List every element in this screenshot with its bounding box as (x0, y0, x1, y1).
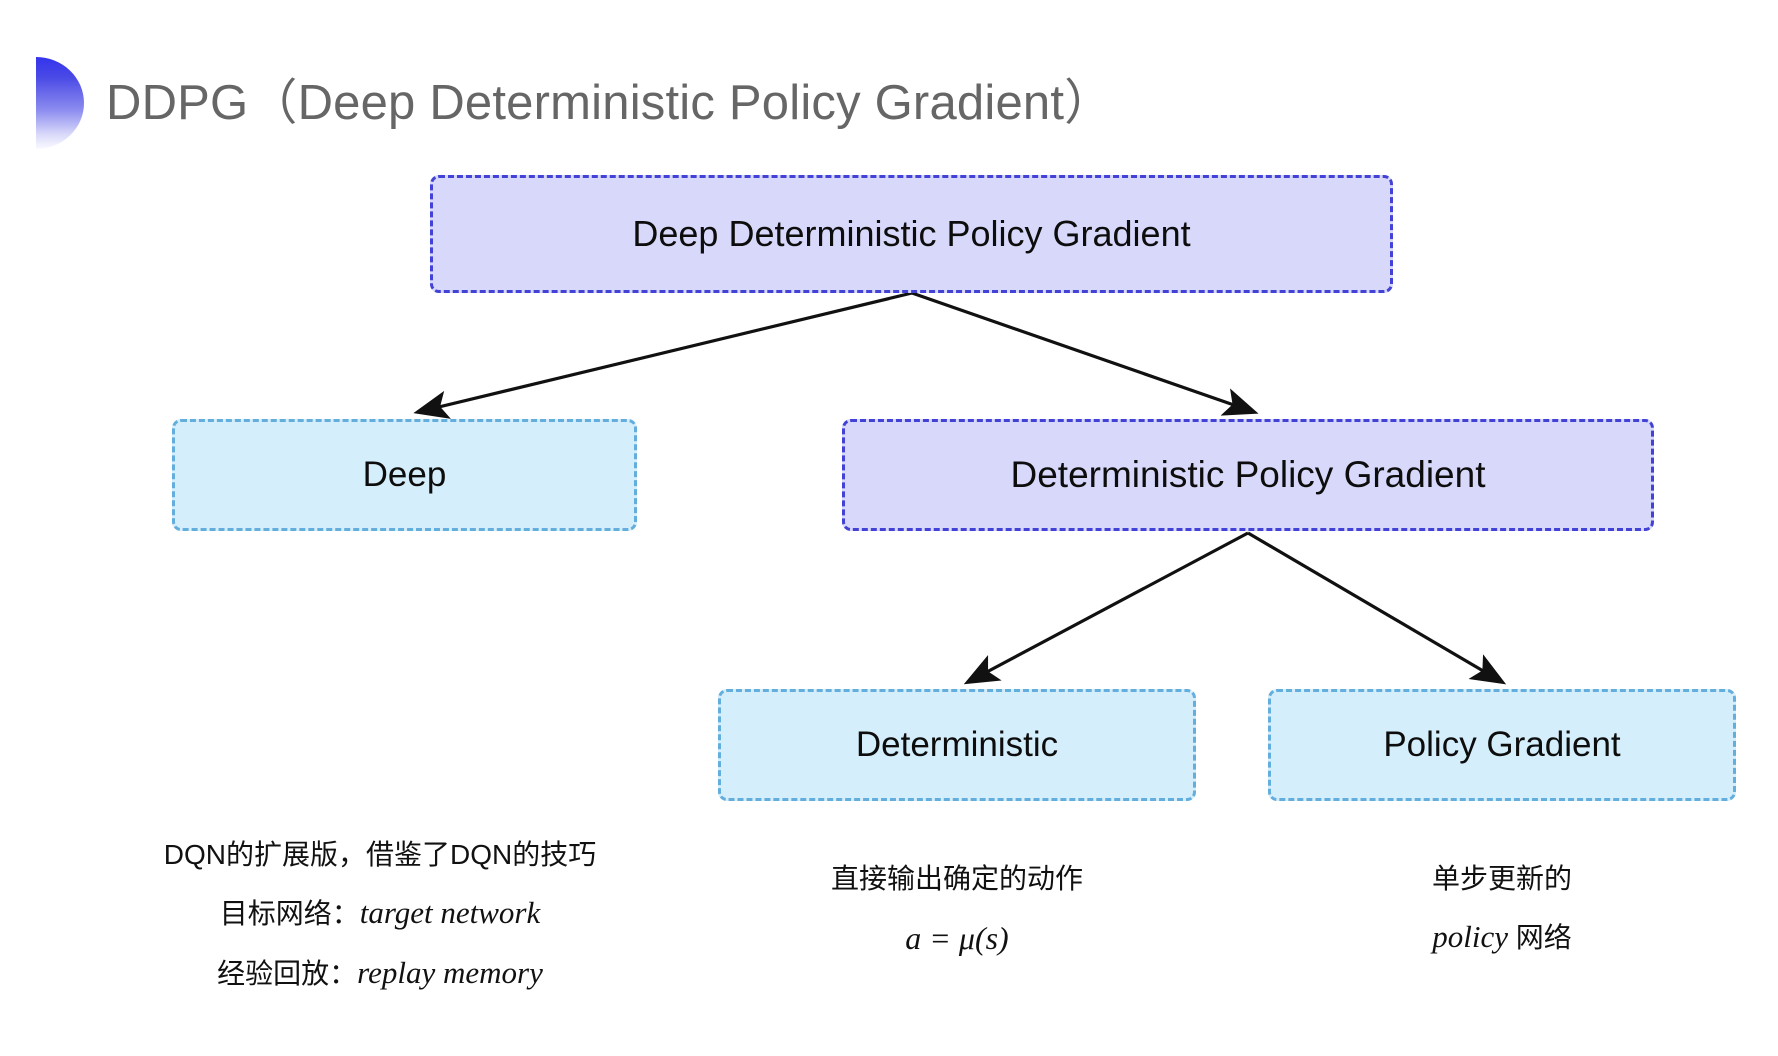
page-title: DDPG（Deep Deterministic Policy Gradient） (106, 75, 1114, 130)
edge-dpg-to-deterministic (963, 531, 1249, 685)
node-dpg-label: Deterministic Policy Gradient (1010, 453, 1486, 495)
node-policy-gradient-label: Policy Gradient (1383, 724, 1621, 764)
node-deterministic[interactable]: Deterministic (718, 689, 1196, 801)
half-circle-gradient-icon (36, 57, 84, 149)
slide-title-row: DDPG（Deep Deterministic Policy Gradient） (0, 57, 1114, 149)
caption-deterministic: 直接输出确定的动作 a = μ(s) (718, 852, 1196, 969)
edge-ddpg-to-deep (413, 291, 913, 419)
node-deep[interactable]: Deep (172, 419, 637, 531)
caption-deep-line1: DQN的扩展版，借鉴了DQN的技巧 (163, 839, 597, 870)
node-ddpg-label: Deep Deterministic Policy Gradient (632, 213, 1191, 255)
caption-policy-gradient-italic: policy (1432, 918, 1508, 954)
edge-ddpg-to-dpg (911, 291, 1259, 416)
caption-deep-line2-italic: target network (359, 894, 541, 930)
caption-policy-gradient: 单步更新的 policy 网络 (1268, 852, 1736, 967)
caption-deep-line3-italic: replay memory (357, 955, 543, 991)
node-deterministic-policy-gradient[interactable]: Deterministic Policy Gradient (842, 419, 1654, 531)
node-ddpg[interactable]: Deep Deterministic Policy Gradient (430, 175, 1393, 293)
caption-deterministic-formula: a = μ(s) (905, 919, 1009, 956)
edge-dpg-to-policy-gradient (1247, 531, 1507, 685)
caption-deterministic-line1: 直接输出确定的动作 (830, 863, 1083, 894)
caption-deep-line2-label: 目标网络： (219, 897, 360, 929)
caption-deep-line3: 经验回放：replay memory (100, 943, 660, 1003)
caption-deep-line3-label: 经验回放： (217, 958, 358, 990)
caption-deep-line2: 目标网络：target network (100, 883, 660, 943)
caption-deep: DQN的扩展版，借鉴了DQN的技巧 目标网络：target network 经验… (100, 828, 660, 1003)
node-deep-label: Deep (362, 454, 447, 494)
caption-policy-gradient-line1: 单步更新的 (1431, 863, 1572, 894)
node-policy-gradient[interactable]: Policy Gradient (1268, 689, 1736, 801)
node-deterministic-label: Deterministic (855, 724, 1059, 764)
caption-policy-gradient-suffix: 网络 (1507, 921, 1572, 953)
caption-policy-gradient-line2: policy 网络 (1268, 907, 1736, 967)
